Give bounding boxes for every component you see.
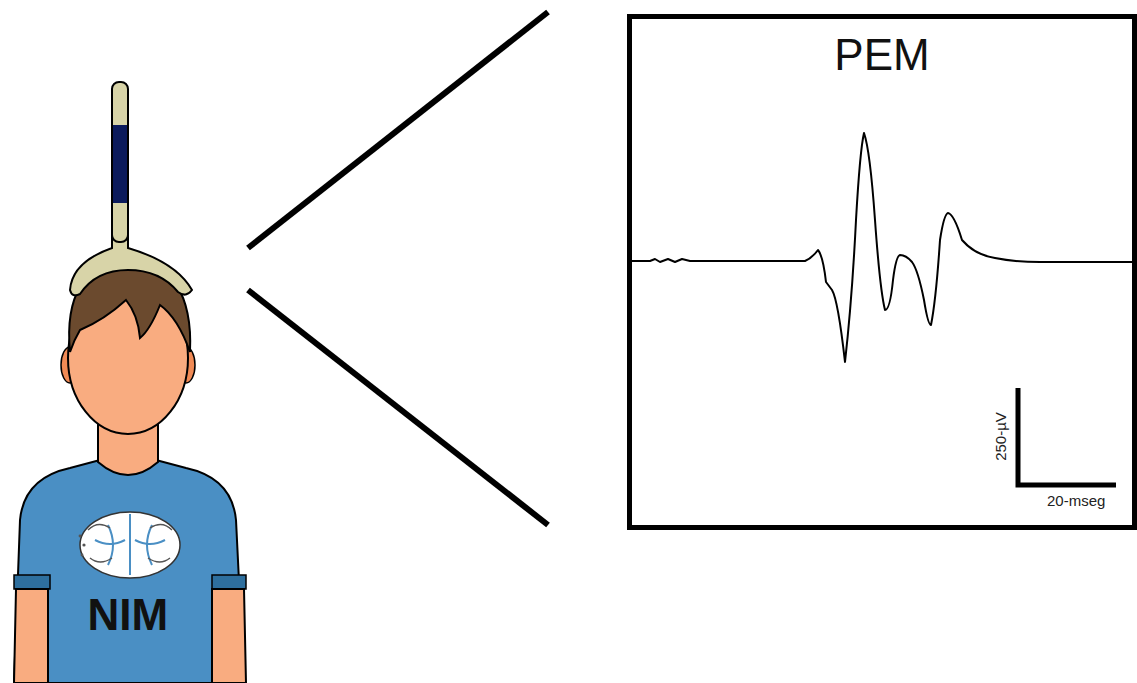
shirt-logo-text: NIM	[88, 590, 169, 640]
scale-bar	[1018, 388, 1116, 485]
scale-label: 20-mseg	[1047, 492, 1105, 509]
panel-title: PEM	[632, 31, 1132, 79]
brain-logo	[79, 512, 180, 578]
zoom-line	[248, 12, 548, 248]
scale-label: 250-µV	[991, 412, 1008, 461]
person	[14, 82, 246, 683]
signal-panel: PEM	[627, 14, 1137, 530]
zoom-line	[248, 290, 548, 525]
mep-waveform	[632, 133, 1133, 362]
